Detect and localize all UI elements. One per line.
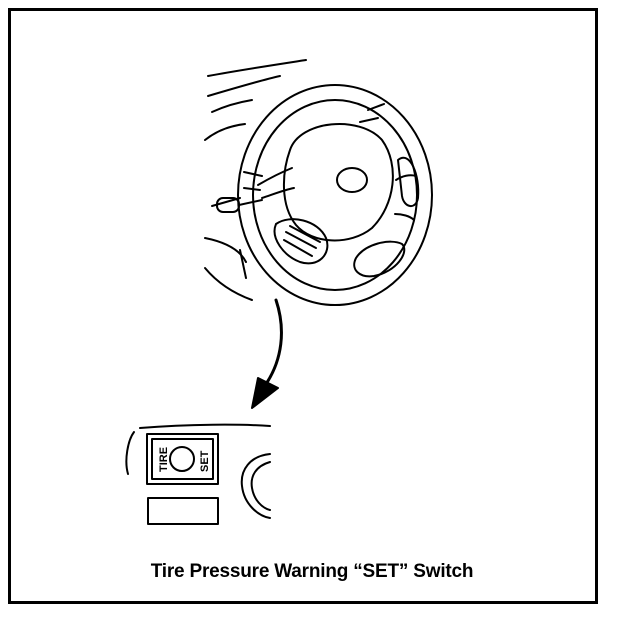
steering-wheel-illustration: [237, 84, 433, 306]
tire-set-switch[interactable]: [146, 433, 219, 485]
curved-arrow-icon: [251, 298, 283, 409]
instrument-panel: [125, 423, 271, 525]
switch-right-label: SET: [199, 450, 211, 472]
diagram-caption: Tire Pressure Warning “SET” Switch: [150, 561, 474, 582]
switch-left-label: TIRE: [158, 447, 170, 472]
push-button-icon[interactable]: [169, 446, 195, 472]
